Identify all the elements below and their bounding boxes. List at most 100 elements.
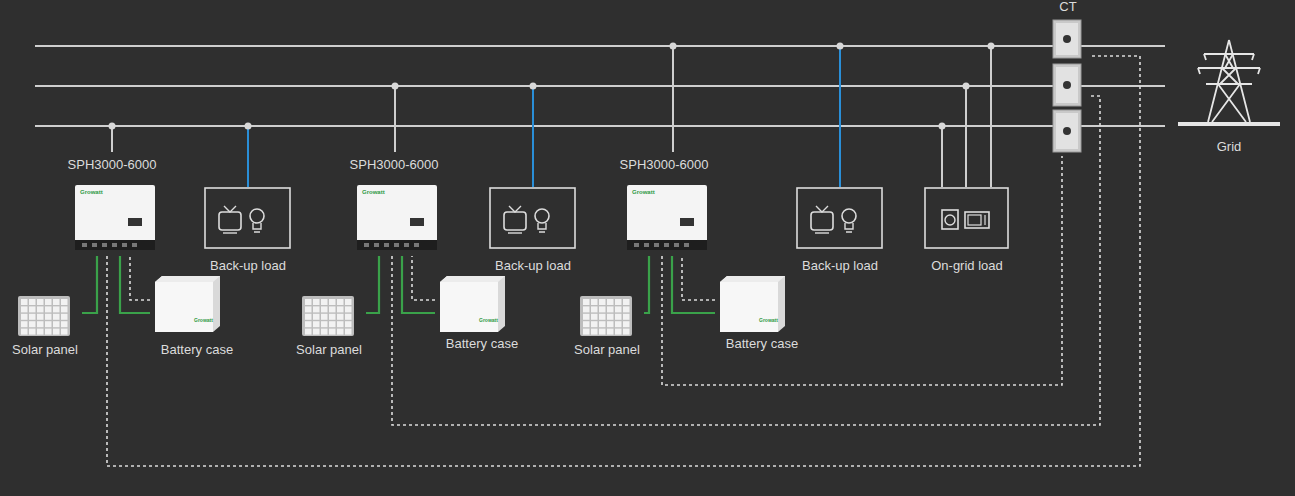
- drawing-part: [374, 243, 379, 247]
- drawing-part: [329, 299, 336, 305]
- drawing-part: [337, 329, 344, 335]
- drawing-part: [623, 321, 630, 327]
- drawing-part: [305, 299, 312, 305]
- tap-wire: [672, 46, 674, 152]
- drawing-part: [250, 209, 264, 223]
- drawing-part: [45, 321, 52, 327]
- drawing-part: [1063, 35, 1071, 43]
- drawing-part: [440, 276, 505, 332]
- drawing-part: [942, 210, 958, 229]
- drawing-part: [313, 306, 320, 312]
- drawing-part: [664, 243, 669, 247]
- drawing-part: [337, 321, 344, 327]
- battery-case: Battery caseGrowatt: [715, 272, 809, 354]
- node-label: Back-up load: [802, 259, 878, 274]
- drawing-part: [29, 321, 36, 327]
- node-label: Battery case: [161, 343, 233, 358]
- drawing-part: [599, 299, 606, 305]
- node-label: Battery case: [446, 337, 518, 352]
- node-label: SPH3000-6000: [620, 158, 709, 173]
- junction-dot: [392, 83, 399, 90]
- drawing-part: [623, 306, 630, 312]
- drawing-part: [968, 215, 981, 225]
- drawing-part: [1198, 54, 1260, 74]
- drawing-part: [21, 299, 28, 305]
- drawing-part: [410, 218, 424, 226]
- junction-dots: [109, 43, 995, 130]
- drawing-part: [680, 218, 694, 226]
- drawing-part: [440, 276, 505, 282]
- drawing-part: [61, 306, 68, 312]
- drawing-part: [37, 329, 44, 335]
- solar-panel: Solar panel: [8, 293, 82, 359]
- drawing-part: [321, 299, 328, 305]
- drawing-part: [583, 299, 590, 305]
- drawing-part: [223, 232, 237, 233]
- signal-cable: [662, 156, 1062, 385]
- junction-dot: [988, 43, 995, 50]
- drawing-part: [253, 223, 261, 232]
- drawing-part: [599, 329, 606, 335]
- drawing-part: [21, 306, 28, 312]
- junction-dot: [530, 83, 537, 90]
- drawing-part: [219, 212, 241, 230]
- drawing-part: [53, 321, 60, 327]
- drawing-part: [29, 329, 36, 335]
- drawing-part: [615, 306, 622, 312]
- junction-dot: [245, 123, 252, 130]
- drawing-part: [21, 329, 28, 335]
- junction-dot: [963, 83, 970, 90]
- drawing-part: [816, 206, 828, 212]
- drawing-part: [404, 243, 409, 247]
- drawing-part: [321, 314, 328, 320]
- drawing-part: [21, 314, 28, 320]
- ct-clamp-art: [1047, 0, 1089, 156]
- junction-dot: [670, 43, 677, 50]
- backup-load-box: Back-up load: [200, 187, 296, 279]
- drawing-part: [925, 188, 1008, 248]
- drawing-part: [329, 306, 336, 312]
- drawing-part: [842, 209, 856, 223]
- drawing-part: [357, 240, 437, 250]
- drawing-part: [305, 321, 312, 327]
- drawing-part: [37, 299, 44, 305]
- drawing-part: [53, 329, 60, 335]
- drawing-part: [329, 321, 336, 327]
- drawing-part: [504, 212, 526, 230]
- drawing-part: [61, 329, 68, 335]
- drawing-part: [1208, 40, 1250, 122]
- drawing-part: [384, 243, 389, 247]
- node-label: Battery case: [726, 337, 798, 352]
- power-cable: [120, 256, 150, 313]
- drawing-part: [623, 314, 630, 320]
- tap-wire: [111, 126, 113, 152]
- drawing-part: [607, 314, 614, 320]
- drawing-part: [965, 212, 989, 228]
- node-label: Back-up load: [210, 259, 286, 274]
- power-cable: [644, 256, 649, 313]
- grid-tower: Grid: [1178, 36, 1280, 160]
- drawing-part: [155, 282, 213, 332]
- solar-panel: Solar panel: [292, 293, 366, 359]
- drawing-part: [224, 206, 236, 212]
- drawing-part: [815, 232, 829, 233]
- backup-load-box: Back-up load: [485, 187, 581, 279]
- drawing-part: [345, 329, 352, 335]
- drawing-part: [591, 314, 598, 320]
- bus-line: [35, 85, 1165, 87]
- drawing-part: [1053, 20, 1081, 58]
- drawing-part: [21, 321, 28, 327]
- drawing-part: [61, 314, 68, 320]
- drawing-part: [623, 329, 630, 335]
- drawing-part: [583, 321, 590, 327]
- drawing-part: [53, 314, 60, 320]
- drawing-part: [132, 243, 137, 247]
- drawing-part: [321, 306, 328, 312]
- drawing-part: [607, 306, 614, 312]
- drawing-part: [75, 185, 155, 243]
- signal-cable: [392, 96, 1100, 425]
- drawing-part: [845, 223, 853, 232]
- tap-wire: [394, 86, 396, 152]
- node-label: SPH3000-6000: [350, 158, 439, 173]
